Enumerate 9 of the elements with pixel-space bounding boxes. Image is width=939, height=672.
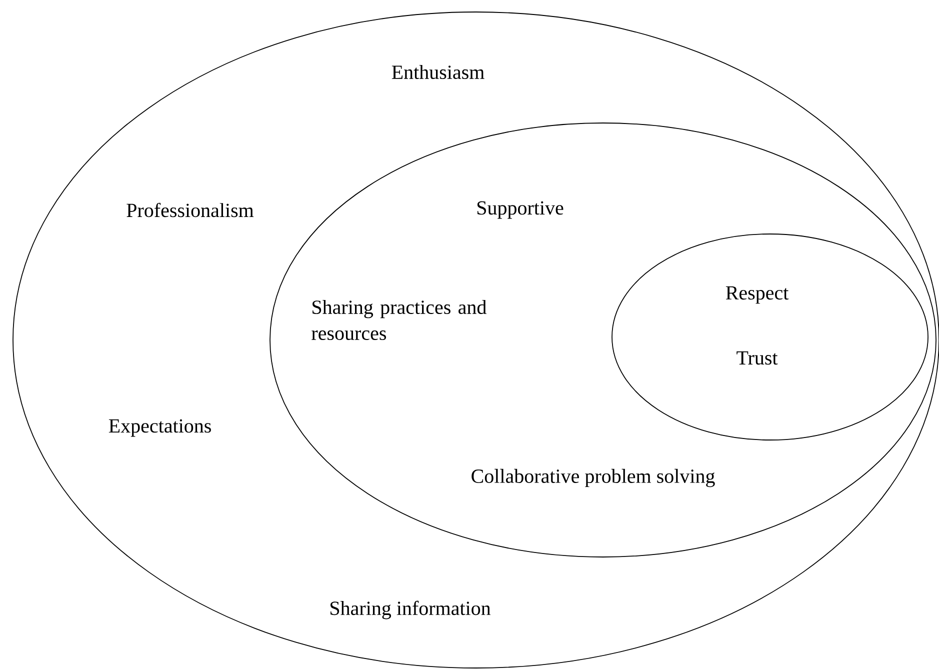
ellipse-label: Supportive — [477, 201, 564, 219]
ellipse-label: Sharing information — [330, 600, 491, 620]
ellipse-label: Sharing practices and resources — [312, 300, 486, 340]
ellipse-label: Expectations — [108, 419, 211, 437]
ellipse-label: Professionalism — [126, 202, 254, 218]
ellipse-label: Enthusiasm — [392, 64, 484, 80]
ellipse-label: Respect — [726, 286, 789, 304]
ellipse-label: Collaborative problem solving — [472, 468, 715, 488]
ellipse-label: Trust — [736, 351, 778, 365]
